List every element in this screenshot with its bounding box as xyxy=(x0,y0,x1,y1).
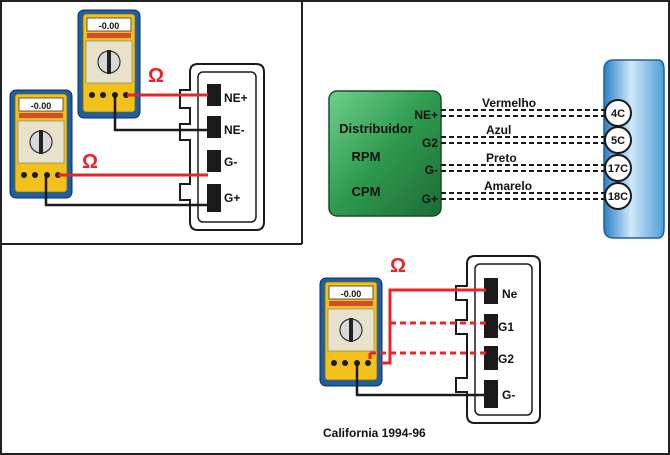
connector-bottom-housing xyxy=(455,255,541,424)
wire-black-meter2 xyxy=(44,175,208,207)
ecu-pin-2 xyxy=(604,126,632,154)
multimeter-1-display: -0.00 xyxy=(99,21,120,31)
connector-left-label-3: G- xyxy=(224,155,237,169)
wire-black-bottom xyxy=(355,363,486,397)
bottom-diagram: Ne G1 G2 G- -0.00 Ω California 1994-96 xyxy=(319,255,541,440)
distributor-title: Distribuidor xyxy=(339,121,413,136)
ecu-pin-label-2: 5C xyxy=(611,135,625,147)
distributor-cpm: CPM xyxy=(352,184,381,199)
multimeter-2: -0.00 xyxy=(9,89,73,199)
connector-left-pin-1 xyxy=(207,84,221,106)
wire-harness xyxy=(441,109,606,200)
wire-label-4: Amarelo xyxy=(484,179,532,193)
connector-bottom-pin-2 xyxy=(484,314,498,338)
ohm-symbol-3: Ω xyxy=(390,255,406,277)
ecu-pin-label-1: 4C xyxy=(611,108,625,120)
connector-bottom-pin-1 xyxy=(484,278,498,304)
connector-left-label-4: G+ xyxy=(224,191,240,205)
connector-bottom-label-2: G1 xyxy=(498,320,514,334)
connector-bottom-label-3: G2 xyxy=(498,352,514,366)
connector-bottom-label-4: G- xyxy=(502,388,515,402)
distributor-rpm: RPM xyxy=(352,149,381,164)
diagram-caption: California 1994-96 xyxy=(323,426,426,440)
ecu-pin-label-4: 18C xyxy=(608,191,628,203)
connector-left-label-1: NE+ xyxy=(224,91,248,105)
top-left-diagram: NE+ NE- G- G+ -0.00 -0.00 Ω Ω xyxy=(9,9,265,231)
ecu-pin-4 xyxy=(604,182,632,210)
multimeter-2-display: -0.00 xyxy=(31,101,52,111)
wire-label-2: Azul xyxy=(486,123,511,137)
distributor-pin-4: G+ xyxy=(422,192,438,206)
connector-left-pin-3 xyxy=(207,150,221,172)
distributor-pin-2: G2 xyxy=(422,136,438,150)
ecu-pin-label-3: 17C xyxy=(608,163,628,175)
ohm-symbol-2: Ω xyxy=(82,151,98,173)
multimeter-3: -0.00 xyxy=(319,277,383,387)
distributor-pin-1: NE+ xyxy=(414,108,438,122)
multimeter-1: -0.00 xyxy=(77,9,141,119)
connector-left-pin-2 xyxy=(207,116,221,138)
connector-left-label-2: NE- xyxy=(224,123,245,137)
wire-black-meter1 xyxy=(113,95,208,132)
wire-red-bottom xyxy=(381,288,486,365)
distributor-block xyxy=(328,90,442,217)
connector-bottom-pin-3 xyxy=(484,346,498,370)
ohm-symbol-1: Ω xyxy=(148,65,164,87)
connector-bottom-pin-4 xyxy=(484,380,498,408)
wire-label-3: Preto xyxy=(486,151,517,165)
connector-left-housing xyxy=(179,63,265,231)
connector-left-pin-4 xyxy=(207,184,221,212)
multimeter-3-display: -0.00 xyxy=(341,289,362,299)
top-right-diagram: Distribuidor RPM CPM NE+ G2 G- G+ Vermel… xyxy=(328,59,665,239)
wire-label-1: Vermelho xyxy=(482,96,536,110)
distributor-pin-3: G- xyxy=(425,163,438,177)
ecu-pin-3 xyxy=(604,154,632,182)
connector-bottom-label-1: Ne xyxy=(502,287,518,301)
